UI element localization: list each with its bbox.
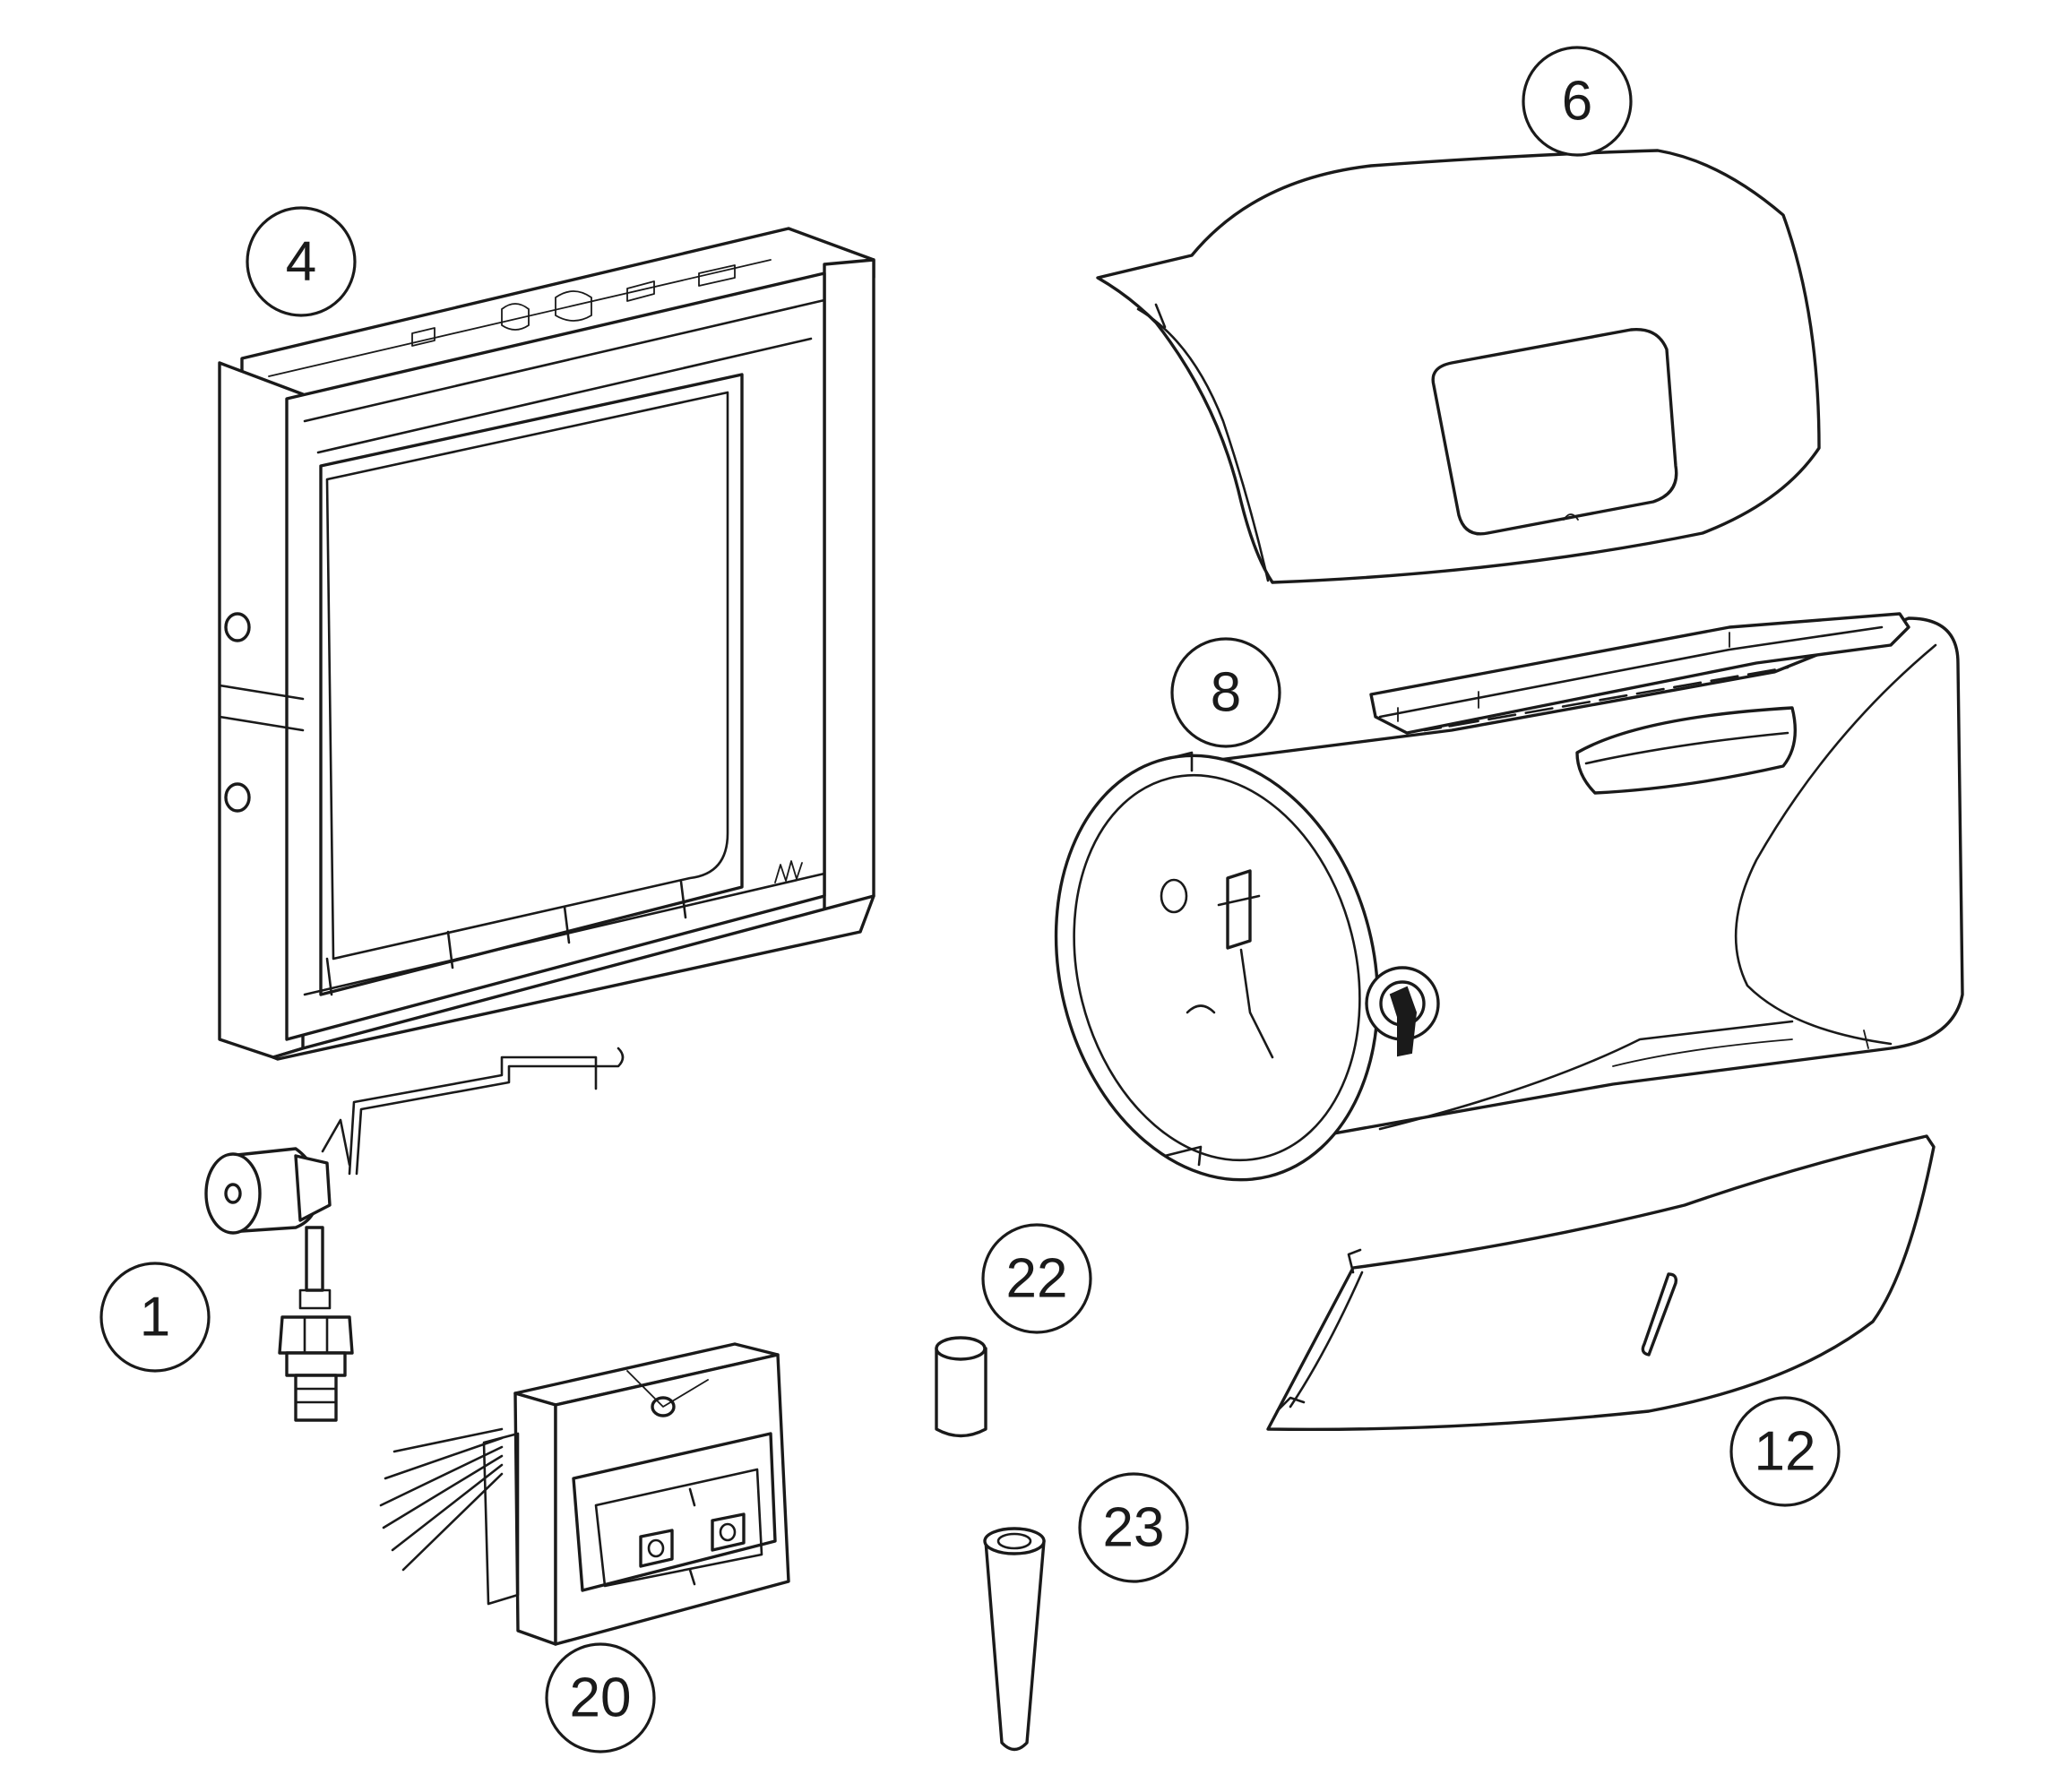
mounting-frame-part-4 [218,227,875,1061]
callout-20: 20 [545,1642,656,1753]
callout-4: 4 [246,206,357,317]
callout-23: 23 [1078,1472,1189,1583]
callout-22-label: 22 [1006,1248,1068,1310]
callout-6: 6 [1522,46,1633,157]
tapered-tube-part-23 [983,1527,1046,1752]
callout-20-label: 20 [570,1667,632,1729]
electronics-module-part-20 [379,1342,790,1646]
main-housing-part-8 [1054,612,1964,1182]
top-cover-part-6 [1096,149,1821,584]
callout-4-label: 4 [286,231,316,293]
callout-8: 8 [1170,637,1281,748]
callout-12: 12 [1729,1396,1841,1507]
callout-23-label: 23 [1103,1497,1165,1559]
callout-8-label: 8 [1211,662,1241,724]
callout-22: 22 [981,1223,1092,1334]
cylinder-part-22 [935,1336,987,1438]
callout-6-label: 6 [1562,71,1592,133]
callout-1: 1 [99,1262,211,1373]
bottom-cover-part-12 [1266,1134,1936,1432]
callout-12-label: 12 [1755,1421,1816,1483]
callout-1-label: 1 [140,1287,170,1348]
solenoid-valve-part-1 [204,1047,625,1422]
